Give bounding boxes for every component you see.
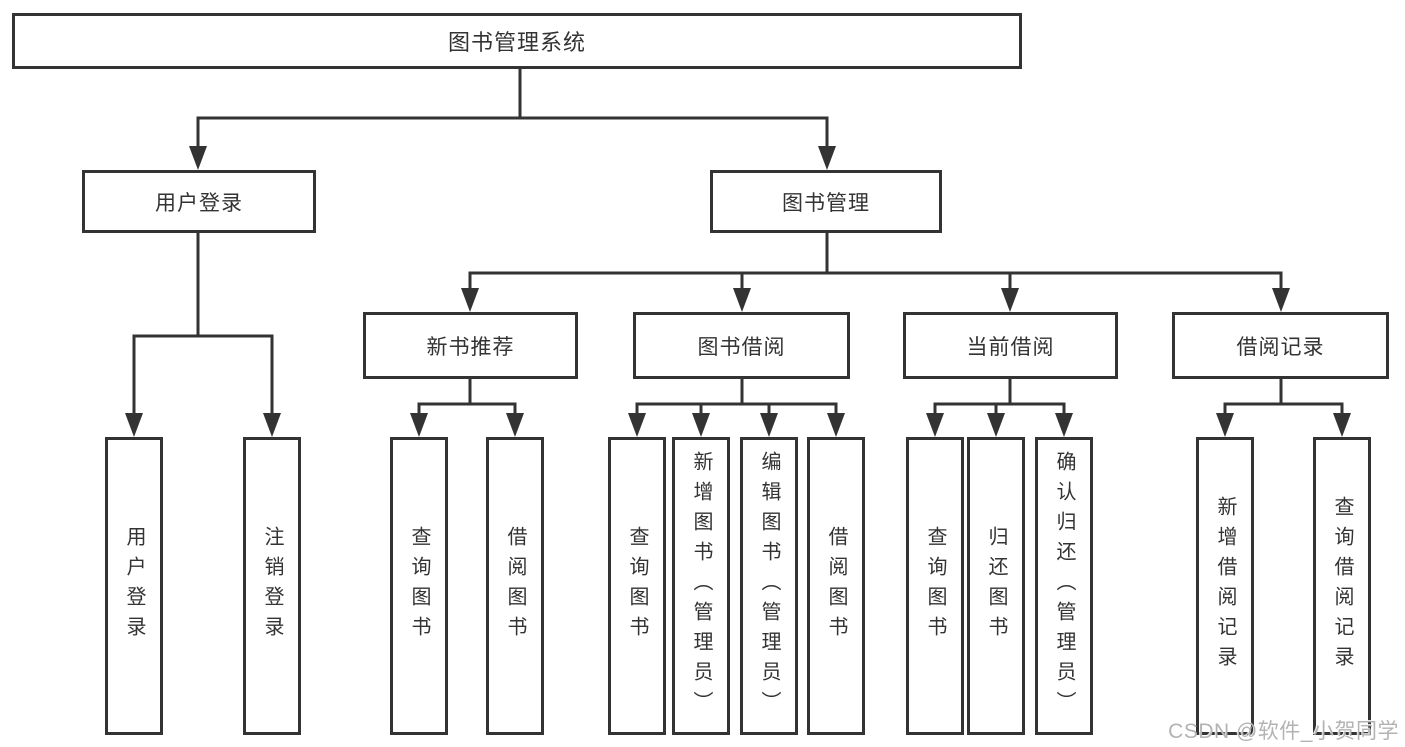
arrow-down-icon (1001, 288, 1019, 312)
node-book-borrowing: 图书借阅 (633, 312, 850, 379)
connector-current-borrowing-branch (933, 379, 1066, 415)
connector-user-login-branch (132, 233, 274, 415)
leaf-query-books: 查询图书 (608, 437, 666, 735)
leaf-label: 查询图书 (626, 526, 648, 646)
connector-root-to-level2 (196, 69, 829, 148)
node-new-book-recommendation: 新书推荐 (363, 312, 578, 379)
arrow-down-icon (818, 146, 836, 170)
leaf-query-borrow-record: 查询借阅记录 (1313, 437, 1371, 735)
node-label: 图书管理 (782, 191, 870, 215)
node-current-borrowing: 当前借阅 (903, 312, 1118, 379)
arrow-down-icon (692, 413, 710, 437)
arrow-down-icon (1055, 413, 1073, 437)
arrow-down-icon (628, 413, 646, 437)
arrow-down-icon (733, 288, 751, 312)
leaf-label: 用户登录 (123, 526, 145, 646)
node-label: 当前借阅 (966, 335, 1055, 359)
arrow-down-icon (125, 413, 143, 437)
leaf-label: 借阅图书 (504, 526, 526, 646)
arrow-down-icon (410, 413, 428, 437)
leaf-label: 归还图书 (985, 526, 1007, 646)
leaf-borrow-books: 借阅图书 (807, 437, 865, 735)
leaf-logout: 注销登录 (243, 437, 301, 735)
leaf-label: 新增图书（管理员） (690, 451, 712, 721)
arrow-down-icon (926, 413, 944, 437)
node-library-management-system: 图书管理系统 (12, 13, 1022, 69)
arrow-down-icon (263, 413, 281, 437)
connector-borrowing-records-branch (1223, 379, 1344, 415)
leaf-query-books: 查询图书 (390, 437, 448, 735)
arrow-down-icon (461, 288, 479, 312)
node-book-management: 图书管理 (710, 170, 942, 233)
leaf-label: 查询图书 (408, 526, 430, 646)
leaf-add-borrow-record: 新增借阅记录 (1196, 437, 1254, 735)
connector-new-book-branch (417, 379, 517, 415)
leaf-label: 新增借阅记录 (1214, 496, 1236, 676)
leaf-confirm-return-admin: 确认归还（管理员） (1035, 437, 1093, 735)
arrow-down-icon (987, 413, 1005, 437)
leaf-label: 编辑图书（管理员） (758, 451, 780, 721)
leaf-label: 注销登录 (261, 526, 283, 646)
node-label: 图书借阅 (697, 335, 786, 359)
node-label: 新书推荐 (426, 335, 515, 359)
leaf-label: 借阅图书 (825, 526, 847, 646)
leaf-return-books: 归还图书 (967, 437, 1025, 735)
leaf-borrow-books: 借阅图书 (486, 437, 544, 735)
arrow-down-icon (189, 146, 207, 170)
node-label: 借阅记录 (1236, 335, 1325, 359)
arrow-down-icon (1272, 288, 1290, 312)
leaf-label: 查询图书 (924, 526, 946, 646)
node-label: 图书管理系统 (447, 30, 586, 55)
connector-book-management-branch (468, 233, 1283, 290)
arrow-down-icon (1216, 413, 1234, 437)
leaf-query-books: 查询图书 (906, 437, 964, 735)
arrow-down-icon (1333, 413, 1351, 437)
leaf-edit-books-admin: 编辑图书（管理员） (740, 437, 798, 735)
arrow-down-icon (506, 413, 524, 437)
node-borrowing-records: 借阅记录 (1172, 312, 1389, 379)
leaf-user-login: 用户登录 (105, 437, 163, 735)
arrow-down-icon (760, 413, 778, 437)
leaf-label: 确认归还（管理员） (1053, 451, 1075, 721)
node-label: 用户登录 (155, 191, 243, 215)
leaf-label: 查询借阅记录 (1331, 496, 1353, 676)
arrow-down-icon (827, 413, 845, 437)
csdn-watermark: CSDN @软件_小贺同学 (1168, 720, 1399, 743)
leaf-add-books-admin: 新增图书（管理员） (672, 437, 730, 735)
connector-book-borrowing-branch (635, 379, 838, 415)
node-user-login: 用户登录 (82, 170, 316, 233)
